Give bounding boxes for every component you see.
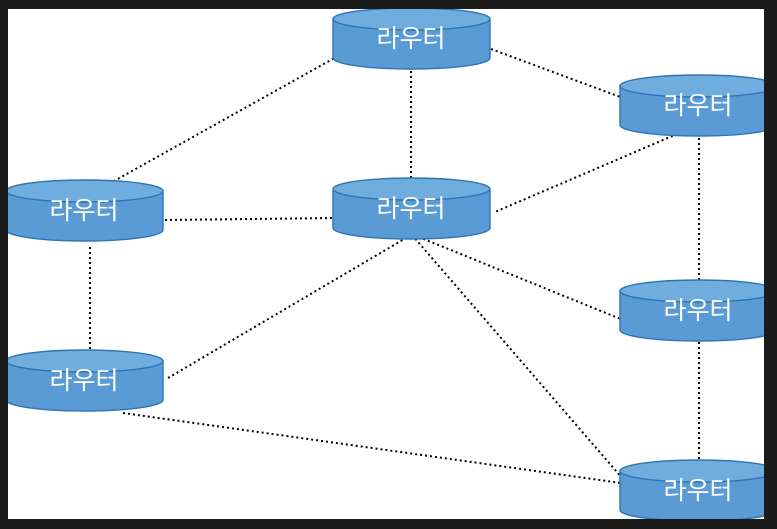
- cylinder-icon: [331, 176, 491, 240]
- router-left-middle[interactable]: 라우터: [8, 178, 164, 242]
- cylinder-icon: [8, 178, 164, 242]
- cylinder-icon: [618, 73, 764, 137]
- router-center[interactable]: 라우터: [331, 176, 491, 240]
- router-top-center[interactable]: 라우터: [331, 9, 491, 70]
- cylinder-icon: [331, 9, 491, 70]
- router-top-right[interactable]: 라우터: [618, 73, 764, 137]
- router-right-middle[interactable]: 라우터: [618, 278, 764, 342]
- cylinder-icon: [618, 278, 764, 342]
- router-bottom-left[interactable]: 라우터: [8, 348, 164, 412]
- router-bottom-right[interactable]: 라우터: [618, 458, 764, 519]
- cylinder-icon: [618, 458, 764, 519]
- cylinder-icon: [8, 348, 164, 412]
